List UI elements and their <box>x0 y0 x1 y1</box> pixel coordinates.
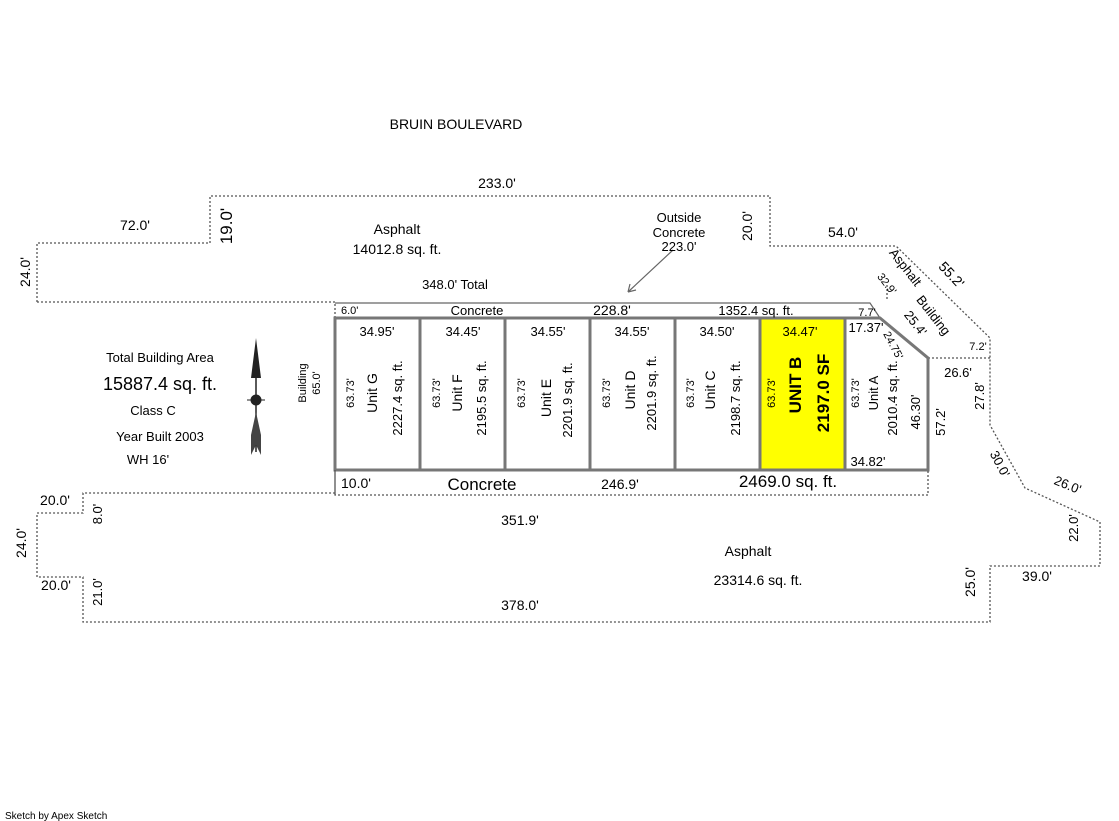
building-side-dim: 65.0' <box>311 371 323 395</box>
summary-year: Year Built 2003 <box>116 429 204 444</box>
dim: 351.9' <box>501 512 539 528</box>
dim: 27.8' <box>972 382 987 410</box>
bottom-concrete-dim-left: 10.0' <box>341 475 371 491</box>
unit-depth: 63.73' <box>685 378 697 408</box>
dim: 20.0' <box>41 577 71 593</box>
top-concrete-outline <box>335 302 881 319</box>
dim: 22.0' <box>1066 514 1081 542</box>
top-concrete-dim-right: 7.7' <box>858 307 875 319</box>
unit-area: 2198.7 sq. ft. <box>728 360 743 435</box>
unit-bottom: 34.82' <box>850 454 885 469</box>
unit-d[interactable]: 34.55' 63.73' Unit D 2201.9 sq. ft. <box>601 324 659 431</box>
bottom-concrete-outline <box>334 470 929 496</box>
unit-width: 34.95' <box>359 324 394 339</box>
unit-width: 34.50' <box>699 324 734 339</box>
top-concrete-dim-left: 6.0' <box>341 305 358 317</box>
dim: 21.0' <box>90 578 105 606</box>
unit-name: Unit F <box>449 374 465 411</box>
outside-concrete-arrow <box>627 249 674 293</box>
unit-name: Unit A <box>866 375 881 410</box>
north-arrow-icon <box>247 338 265 455</box>
unit-name: Unit E <box>538 379 554 417</box>
dim: 20.0' <box>40 492 70 508</box>
dim: 54.0' <box>828 224 858 240</box>
building-walls <box>333 316 930 472</box>
unit-width: 34.45' <box>445 324 480 339</box>
unit-g[interactable]: 34.95' 63.73' Unit G 2227.4 sq. ft. <box>345 324 405 436</box>
bottom-concrete-length: 246.9' <box>601 476 639 492</box>
unit-area: 2197.0 SF <box>814 354 833 432</box>
top-concrete-length: 228.8' <box>593 302 631 318</box>
unit-area: 2010.4 sq. ft. <box>885 360 900 435</box>
dim: 25.0' <box>962 567 978 597</box>
unit-e[interactable]: 34.55' 63.73' Unit E 2201.9 sq. ft. <box>516 324 575 438</box>
dim: 57.2' <box>933 408 948 436</box>
summary-class: Class C <box>130 403 176 418</box>
dim-top: 233.0' <box>478 175 516 191</box>
outside-concrete-line1: Outside <box>657 210 702 225</box>
dim: 24.0' <box>13 528 29 558</box>
dim: 24.0' <box>17 257 33 287</box>
unit-depth: 63.73' <box>850 378 862 408</box>
top-asphalt-label: Asphalt <box>374 221 421 237</box>
unit-area: 2201.9 sq. ft. <box>644 355 659 430</box>
unit-area: 2227.4 sq. ft. <box>390 360 405 435</box>
bottom-asphalt-area: 23314.6 sq. ft. <box>714 572 803 588</box>
dim: 7.2' <box>969 341 986 353</box>
top-asphalt-area: 14012.8 sq. ft. <box>353 241 442 257</box>
street-name: BRUIN BOULEVARD <box>390 116 523 132</box>
summary-wall-height: WH 16' <box>127 452 169 467</box>
unit-width: 34.47' <box>782 324 817 339</box>
unit-c[interactable]: 34.50' 63.73' Unit C 2198.7 sq. ft. <box>685 324 743 436</box>
unit-depth: 63.73' <box>766 378 778 408</box>
top-concrete-area: 1352.4 sq. ft. <box>718 303 793 318</box>
unit-width: 34.55' <box>614 324 649 339</box>
unit-a[interactable]: 17.37' 63.73' Unit A 2010.4 sq. ft. 24.7… <box>848 320 923 469</box>
unit-area: 2201.9 sq. ft. <box>560 362 575 437</box>
unit-name: Unit D <box>622 371 638 410</box>
unit-name: UNIT B <box>786 357 805 414</box>
top-asphalt-outline <box>36 195 1101 623</box>
dim: 39.0' <box>1022 568 1052 584</box>
unit-f[interactable]: 34.45' 63.73' Unit F 2195.5 sq. ft. <box>431 324 489 436</box>
dim: 72.0' <box>120 217 150 233</box>
bottom-asphalt-label: Asphalt <box>725 543 772 559</box>
corner-asphalt-dim: 32.9' <box>874 271 898 297</box>
corner-lines <box>886 285 990 359</box>
unit-depth: 63.73' <box>601 378 613 408</box>
dim: 8.0' <box>90 504 105 525</box>
unit-depth: 63.73' <box>345 378 357 408</box>
dim: 26.0' <box>1052 473 1083 497</box>
unit-width: 34.55' <box>530 324 565 339</box>
dim: 378.0' <box>501 597 539 613</box>
footer-credit: Sketch by Apex Sketch <box>5 811 107 821</box>
dim: 19.0' <box>217 208 236 244</box>
unit-b-highlight <box>760 318 845 470</box>
unit-right: 46.30' <box>908 394 923 429</box>
building-side-label: Building <box>297 363 309 402</box>
outside-concrete-dim: 223.0' <box>661 239 696 254</box>
unit-depth: 63.73' <box>516 378 528 408</box>
bottom-concrete-label: Concrete <box>448 475 517 494</box>
top-concrete-label: Concrete <box>451 303 504 318</box>
dim: 26.6' <box>944 365 972 380</box>
summary-area: 15887.4 sq. ft. <box>103 374 217 394</box>
unit-b[interactable]: 34.47' 63.73' UNIT B 2197.0 SF <box>766 324 833 432</box>
dim: 20.0' <box>739 211 755 241</box>
bottom-concrete-area: 2469.0 sq. ft. <box>739 472 837 491</box>
unit-area: 2195.5 sq. ft. <box>474 360 489 435</box>
summary-title: Total Building Area <box>106 350 214 365</box>
unit-name: Unit G <box>364 373 380 413</box>
dim: 55.2' <box>936 258 968 291</box>
unit-depth: 63.73' <box>431 378 443 408</box>
unit-name: Unit C <box>702 371 718 410</box>
unit-width: 17.37' <box>848 320 883 335</box>
outside-concrete-line2: Concrete <box>653 225 706 240</box>
dim: 30.0' <box>987 448 1013 480</box>
total-length: 348.0' Total <box>422 277 488 292</box>
